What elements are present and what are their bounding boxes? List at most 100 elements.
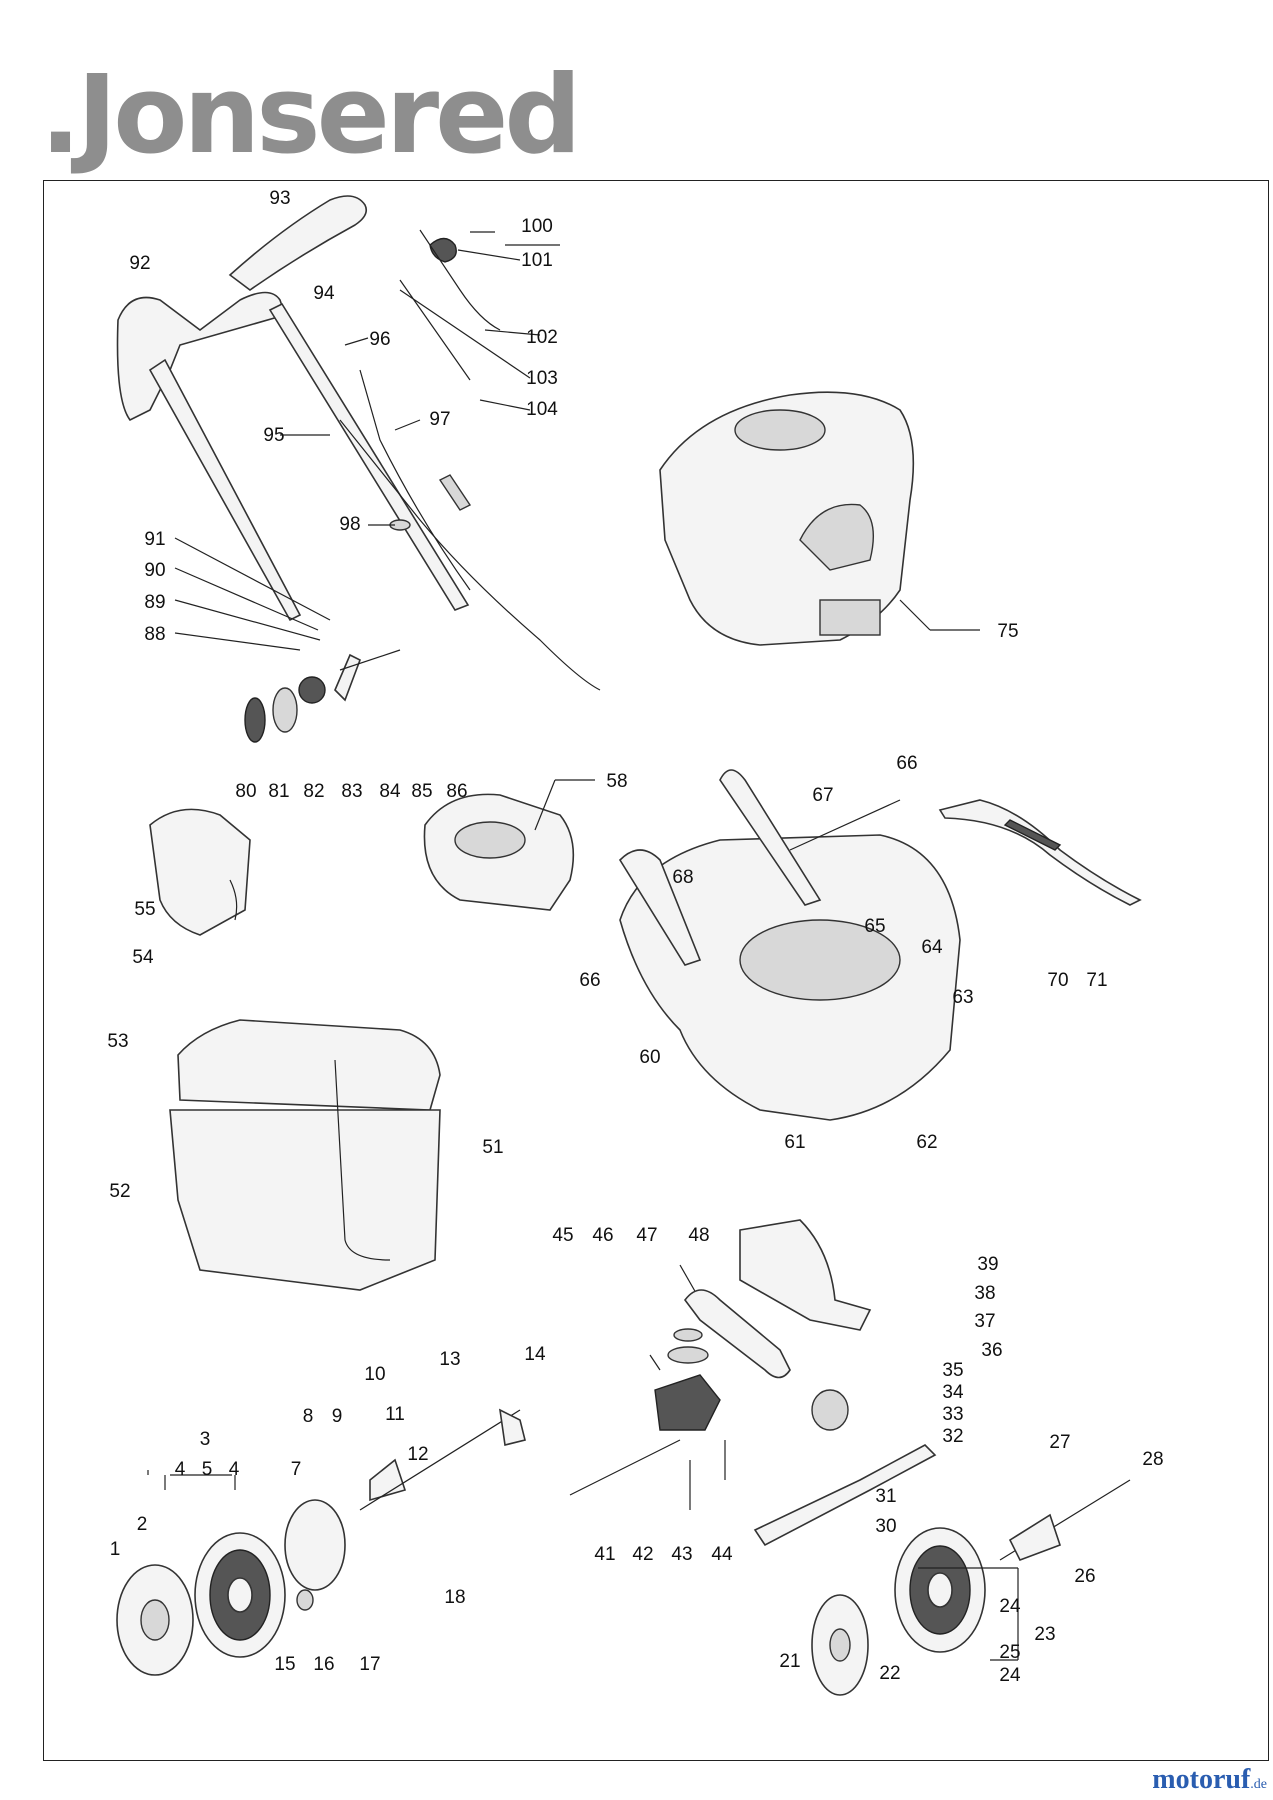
part-label: 93 — [269, 188, 290, 209]
part-label: 12 — [407, 1444, 428, 1465]
belt-part — [683, 1289, 791, 1379]
part-label: 22 — [879, 1663, 900, 1684]
watermark: motoruf.de — [1152, 1764, 1267, 1796]
part-label: 39 — [977, 1254, 998, 1275]
part-label: 55 — [134, 899, 155, 920]
gearbox-parts — [569, 1264, 726, 1510]
throttle-cable-parts — [399, 229, 501, 381]
part-label: 98 — [339, 514, 360, 535]
part-label: 80 — [235, 781, 256, 802]
part-label: 96 — [369, 329, 390, 350]
engine-part — [659, 391, 915, 646]
part-label: 58 — [606, 771, 627, 792]
belt-guard-part — [739, 1219, 872, 1331]
part-label: 17 — [359, 1654, 380, 1675]
part-labels: 1 2 3 4 5 4 7 8 9 10 11 12 13 14 15 16 1… — [107, 188, 1163, 1686]
part-label: 95 — [263, 425, 284, 446]
part-label: 42 — [632, 1544, 653, 1565]
part-label: 9 — [332, 1406, 343, 1427]
part-label: 70 — [1047, 970, 1068, 991]
part-label: 66 — [896, 753, 917, 774]
part-label: 68 — [672, 867, 693, 888]
part-label: 97 — [429, 409, 450, 430]
part-label: 2 — [137, 1514, 148, 1535]
part-label: 37 — [974, 1311, 995, 1332]
part-label: 92 — [129, 253, 150, 274]
part-label: 43 — [671, 1544, 692, 1565]
part-label: 82 — [303, 781, 324, 802]
part-label: 16 — [313, 1654, 334, 1675]
diagram-frame — [43, 180, 1269, 1761]
part-label: 54 — [132, 947, 154, 968]
part-label: 11 — [385, 1404, 405, 1425]
part-label: 41 — [594, 1544, 615, 1565]
part-label: 63 — [952, 987, 973, 1008]
part-label: 46 — [592, 1225, 613, 1246]
part-label: 8 — [303, 1406, 314, 1427]
part-label: 83 — [341, 781, 362, 802]
cover-part-58 — [423, 793, 575, 911]
part-label: 38 — [974, 1283, 995, 1304]
part-label: 65 — [864, 916, 885, 937]
part-label: 88 — [144, 624, 165, 645]
part-label: 35 — [942, 1360, 963, 1381]
part-label: 44 — [711, 1544, 733, 1565]
part-label: 61 — [784, 1132, 805, 1153]
part-label: 60 — [639, 1047, 660, 1068]
part-label: 36 — [981, 1340, 1002, 1361]
watermark-main: motoruf — [1152, 1764, 1251, 1795]
part-label: 84 — [379, 781, 401, 802]
part-label: 81 — [268, 781, 289, 802]
part-label: 53 — [107, 1031, 128, 1052]
part-label: 31 — [875, 1486, 896, 1507]
part-label: 45 — [552, 1225, 573, 1246]
part-label: 1 — [110, 1539, 121, 1560]
part-label: 24 — [999, 1596, 1021, 1617]
part-label: 5 — [202, 1459, 213, 1480]
watermark-suffix: .de — [1250, 1777, 1267, 1792]
part-label: 3 — [200, 1429, 211, 1450]
part-label: 4 — [175, 1459, 186, 1480]
brand-logo: .Jonsered — [40, 53, 582, 178]
part-label: 25 — [999, 1642, 1020, 1663]
upper-handle-part — [116, 195, 601, 691]
part-label: 30 — [875, 1516, 896, 1537]
part-label: 66 — [579, 970, 600, 991]
front-wheel-parts — [116, 1408, 526, 1676]
cover-part-55 — [149, 808, 251, 936]
part-label: 86 — [446, 781, 467, 802]
rear-wheel-parts — [811, 1479, 1131, 1696]
part-label: 90 — [144, 560, 165, 581]
part-label: 71 — [1086, 970, 1107, 991]
part-label: 51 — [482, 1137, 503, 1158]
part-label: 104 — [526, 399, 558, 420]
part-label: 32 — [942, 1426, 963, 1447]
part-label: 102 — [526, 327, 558, 348]
part-label: 33 — [942, 1404, 963, 1425]
part-label: 14 — [524, 1344, 546, 1365]
blade-part — [753, 1389, 937, 1547]
part-label: 91 — [144, 529, 165, 550]
part-label: 100 — [521, 216, 553, 237]
part-label: 23 — [1034, 1624, 1055, 1645]
part-label: 75 — [997, 621, 1018, 642]
part-label: 7 — [291, 1459, 302, 1480]
part-label: 21 — [779, 1651, 800, 1672]
part-label: 15 — [274, 1654, 295, 1675]
part-label: 103 — [526, 368, 558, 389]
grass-bag-part — [169, 1019, 441, 1291]
part-label: 48 — [688, 1225, 709, 1246]
part-label: 10 — [364, 1364, 385, 1385]
part-label: 47 — [636, 1225, 657, 1246]
part-label: 52 — [109, 1181, 130, 1202]
handle-knob-parts — [244, 649, 401, 743]
part-label: 64 — [921, 937, 943, 958]
part-label: 26 — [1074, 1566, 1095, 1587]
part-label: 4 — [229, 1459, 240, 1480]
part-label: 67 — [812, 785, 833, 806]
deck-part — [618, 769, 1142, 1121]
part-label: 18 — [444, 1587, 465, 1608]
part-label: 85 — [411, 781, 432, 802]
part-label: 101 — [521, 250, 553, 271]
